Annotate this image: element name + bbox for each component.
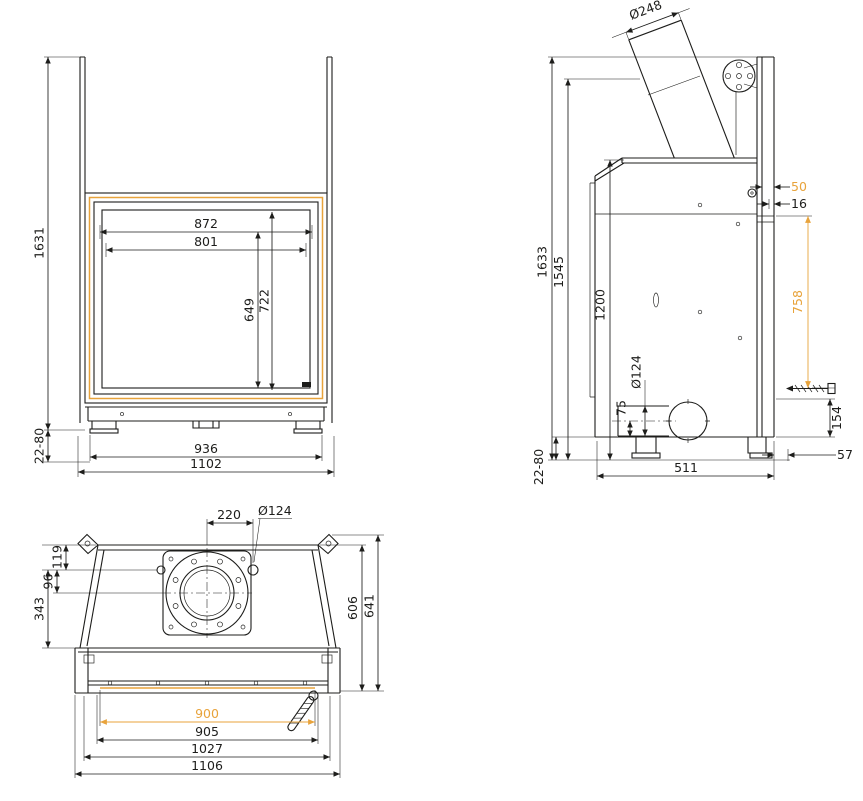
dim-depth-body: 606	[345, 596, 360, 620]
foot-right	[293, 428, 323, 434]
dim-hole-diameter: Ø124	[258, 503, 292, 518]
front-frame-accent	[88, 196, 324, 400]
front-view: 1631 22-80 872 801 649 722 936 1102	[32, 56, 335, 477]
dim-air-inlet-diameter: Ø124	[629, 355, 644, 389]
dim-panel-thickness: 16	[791, 196, 807, 211]
hole-right	[247, 564, 259, 576]
front-view-body	[79, 56, 333, 434]
handle-tool	[287, 690, 319, 732]
side-view: Ø248 50 16 1633 1545 1200 758 Ø124 75 15…	[531, 0, 853, 485]
dim-depth: 511	[674, 460, 698, 475]
front-view-dimensions: 1631 22-80 872 801 649 722 936 1102	[32, 56, 335, 477]
dim-back-offset-outer: 119	[50, 545, 65, 569]
threaded-rod	[786, 382, 836, 395]
mount-tab-right	[317, 533, 339, 555]
dim-glass-width-inner: 801	[194, 234, 218, 249]
dim-glass-height-inner: 649	[242, 298, 257, 322]
dim-back-offset-inner: 96	[41, 574, 56, 590]
pulley-wheel	[722, 59, 756, 93]
mount-tab-left	[77, 533, 99, 555]
damper-flap	[647, 75, 701, 96]
top-view-dimensions: 220 Ø124 119 96 343 606 641 900 905 1027…	[32, 503, 384, 778]
dim-frame-height: 1545	[551, 256, 566, 288]
dim-top-gap: 50	[791, 179, 807, 194]
door-handle-side	[653, 292, 659, 308]
foot-left	[89, 428, 119, 434]
dim-flue-diameter: Ø248	[627, 0, 664, 23]
door-latch	[302, 382, 311, 387]
dim-front-overall-width: 1102	[190, 456, 222, 471]
foot-front-plate	[631, 452, 661, 459]
dim-top-overall-width: 1106	[191, 758, 223, 773]
dim-base-height: 154	[829, 406, 844, 430]
side-view-dimensions: Ø248 50 16 1633 1545 1200 758 Ø124 75 15…	[531, 0, 853, 485]
top-view: 220 Ø124 119 96 343 606 641 900 905 1027…	[32, 503, 384, 778]
dim-side-foot-adjust: 22-80	[531, 449, 546, 485]
dim-flue-center-offset: 220	[217, 507, 241, 522]
foot-back-plate	[749, 452, 773, 459]
dim-base-width: 936	[194, 441, 218, 456]
dim-inner-width: 1027	[191, 741, 223, 756]
dim-air-inlet-offset: 75	[614, 400, 629, 416]
air-outlet-circle	[668, 401, 708, 441]
dim-side-overall-height: 1633	[535, 246, 550, 278]
dim-depth-overall: 641	[362, 594, 377, 618]
top-view-body	[74, 533, 341, 732]
dim-opening-width: 905	[195, 724, 219, 739]
dim-front-foot-adjust: 22-80	[32, 428, 47, 464]
dim-depth-front: 343	[32, 597, 47, 621]
dim-body-height: 1200	[593, 289, 608, 321]
flue-collar	[162, 548, 252, 638]
dim-rear-offset: 57	[837, 447, 853, 462]
dim-glass-width: 900	[195, 706, 219, 721]
flue-duct	[628, 19, 735, 159]
dim-glass-height-outer: 722	[257, 289, 272, 313]
dim-rod-height: 758	[790, 290, 805, 314]
dim-front-overall-height: 1631	[32, 227, 47, 259]
side-view-body	[589, 19, 836, 459]
dim-glass-width-outer: 872	[194, 216, 218, 231]
hole-left	[156, 565, 166, 575]
glass-pane	[101, 209, 311, 389]
